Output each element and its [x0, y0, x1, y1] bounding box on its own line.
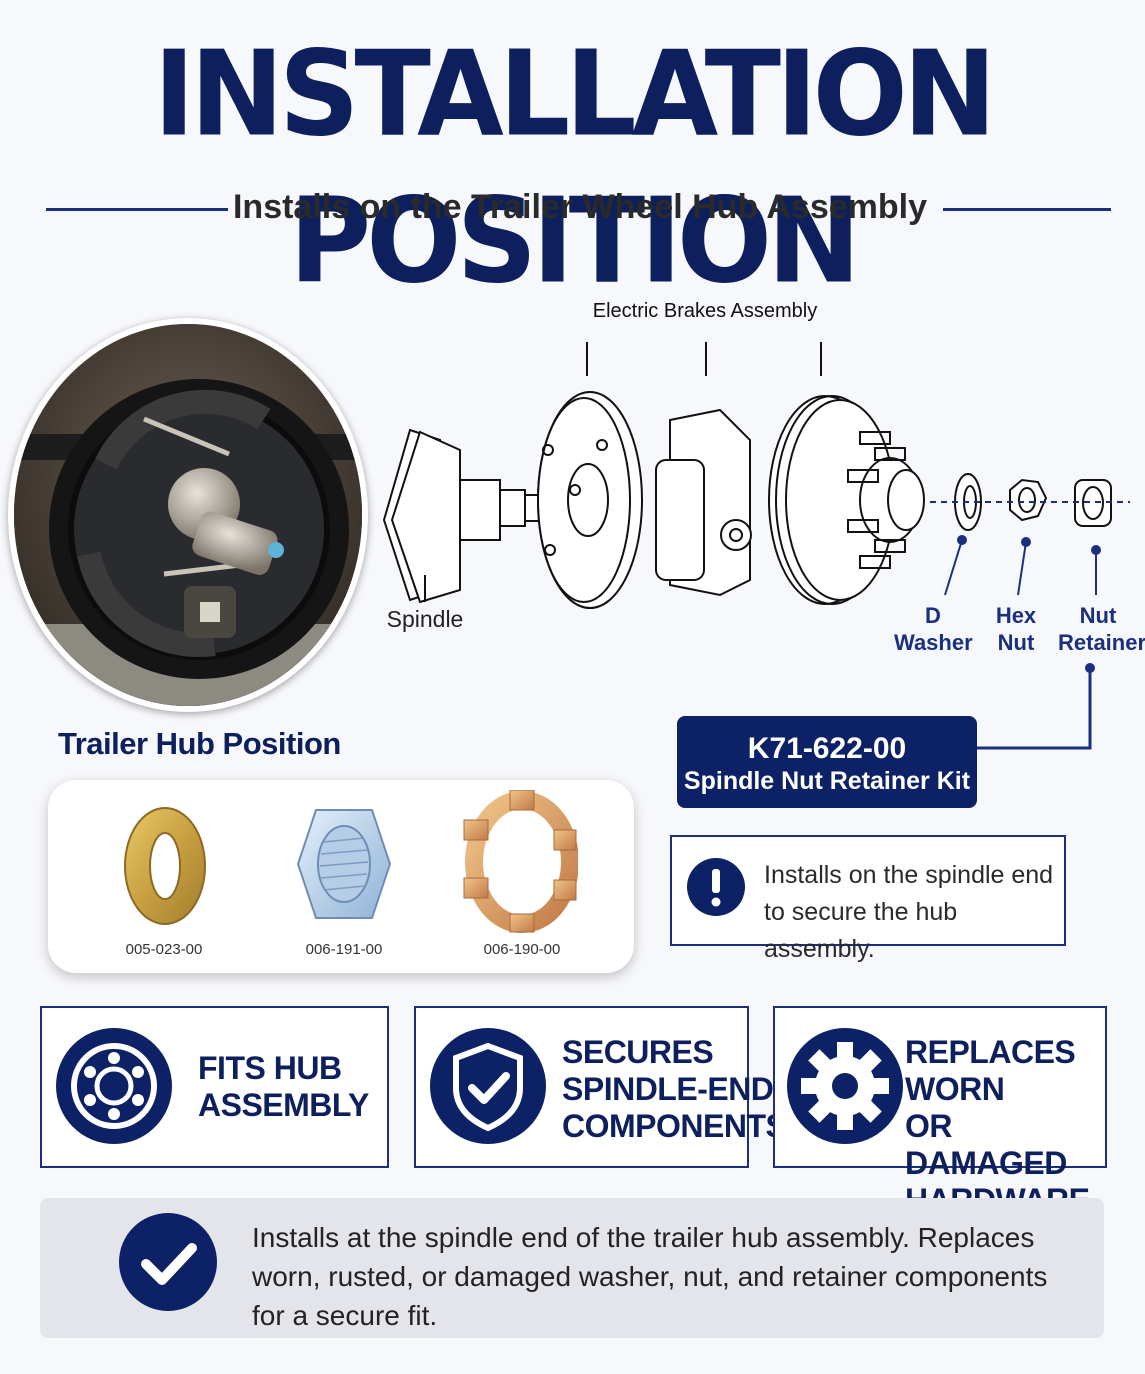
- kit-badge: K71-622-00 Spindle Nut Retainer Kit: [677, 716, 977, 808]
- hub-position-heading: Trailer Hub Position: [58, 726, 341, 761]
- feature-replaces-text: REPLACES WORN OR DAMAGED HARDWARE: [905, 1034, 1105, 1219]
- feature-fits-hub: FITS HUB ASSEMBLY: [40, 1006, 389, 1168]
- feature-fits-hub-line2: ASSEMBLY: [198, 1087, 369, 1123]
- feature-secures-line2: SPINDLE-END: [562, 1071, 774, 1107]
- part-number-retainer: 006-190-00: [483, 941, 561, 958]
- nut-retainer-label-line1: Nut: [1079, 603, 1117, 628]
- feature-secures-spindle: SECURES SPINDLE-END COMPONENTS: [414, 1006, 787, 1168]
- kit-code: K71-622-00: [747, 732, 907, 765]
- parts-card: 005-023-00 006-191-00 006-190-00: [48, 780, 634, 973]
- feature-secures-line3: COMPONENTS: [562, 1108, 787, 1144]
- subtitle-rule-right: [943, 208, 1111, 211]
- feature-replaces-line2: OR DAMAGED: [905, 1108, 1067, 1181]
- install-note-box: Installs on the spindle end to secure th…: [670, 835, 1066, 963]
- electric-brakes-label: Electric Brakes Assembly: [592, 300, 818, 322]
- d-washer-label-line2: Washer: [894, 630, 973, 655]
- part-number-washer: 005-023-00: [125, 941, 203, 958]
- install-note-text: Installs on the spindle end to secure th…: [764, 861, 1054, 963]
- d-washer-label-line1: D: [925, 603, 941, 628]
- feature-secures-text: SECURES SPINDLE-END COMPONENTS: [562, 1034, 787, 1145]
- summary-bar: Installs at the spindle end of the trail…: [40, 1198, 1104, 1338]
- hub-icon: [56, 1028, 172, 1144]
- exploded-hub-diagram: [382, 342, 1130, 609]
- part-number-hex-nut: 006-191-00: [305, 941, 383, 958]
- feature-secures-line1: SECURES: [562, 1034, 714, 1070]
- kit-name: Spindle Nut Retainer Kit: [683, 767, 971, 795]
- page-subtitle: Installs on the Trailer Wheel Hub Assemb…: [232, 188, 928, 226]
- hex-nut-icon: [296, 809, 392, 919]
- nut-retainer-icon: [463, 790, 578, 933]
- check-circle-icon: [119, 1213, 217, 1311]
- nut-retainer-label: Nut Retainer: [1058, 602, 1145, 656]
- spindle-label: Spindle: [386, 606, 464, 632]
- gear-icon: [787, 1028, 903, 1144]
- nut-retainer-label-line2: Retainer: [1058, 630, 1145, 655]
- hex-nut-label-line2: Nut: [997, 630, 1035, 655]
- kit-connector-line: [977, 663, 1095, 750]
- trailer-hub-photo: [8, 318, 368, 712]
- shield-check-icon: [430, 1028, 546, 1144]
- subtitle-rule-left: [46, 208, 228, 211]
- exclamation-icon: [687, 858, 745, 916]
- d-washer-label: D Washer: [894, 602, 973, 656]
- feature-fits-hub-line1: FITS HUB: [198, 1050, 342, 1086]
- feature-replaces-hardware: REPLACES WORN OR DAMAGED HARDWARE: [773, 1006, 1107, 1218]
- feature-replaces-line1: REPLACES WORN: [905, 1034, 1076, 1107]
- hex-nut-label: Hex Nut: [984, 602, 1048, 656]
- summary-text: Installs at the spindle end of the trail…: [252, 1222, 1048, 1331]
- d-washer-icon: [124, 807, 206, 925]
- feature-fits-hub-text: FITS HUB ASSEMBLY: [198, 1050, 369, 1124]
- hex-nut-label-line1: Hex: [995, 603, 1037, 628]
- page-title: INSTALLATION POSITION: [153, 26, 996, 310]
